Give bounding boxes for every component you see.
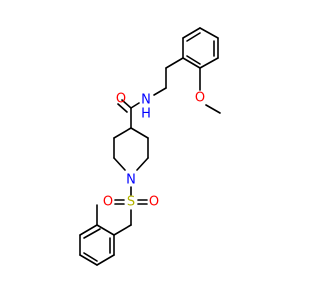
bond [113,157,126,171]
bond [79,224,98,236]
bond [182,27,201,39]
piperidine-nitrogen-label: N [126,173,136,188]
bond [199,27,219,39]
atom-labels: O N H O N S O O [103,91,205,210]
bond [96,224,115,236]
bond [205,104,221,114]
bond [165,57,184,69]
carbonyl-oxygen-label: O [116,92,126,107]
sulfonyl-oxygen-left-label: O [103,195,113,210]
bond [153,87,167,96]
bond [79,254,98,266]
bond [113,127,132,139]
methoxy-oxygen-label: O [195,91,205,106]
bond [199,57,219,69]
bond [113,224,132,236]
amide-nitrogen-label: N [141,93,151,108]
bond [186,55,201,65]
sulfonyl-oxygen-right-label: O [149,195,159,210]
bond [136,157,149,171]
sulfonyl-sulfur-label: S [127,195,135,210]
bond [117,103,128,113]
bond [182,57,201,69]
bond [121,99,132,109]
chemical-structure-diagram: O N H O N S O O [79,27,221,266]
bond [83,252,98,262]
bond [83,228,101,239]
bond [96,254,115,266]
bond [130,102,140,109]
bond-lines [79,27,221,266]
amide-hydrogen-label: H [141,107,151,122]
bond [186,32,201,42]
bond [130,127,149,139]
